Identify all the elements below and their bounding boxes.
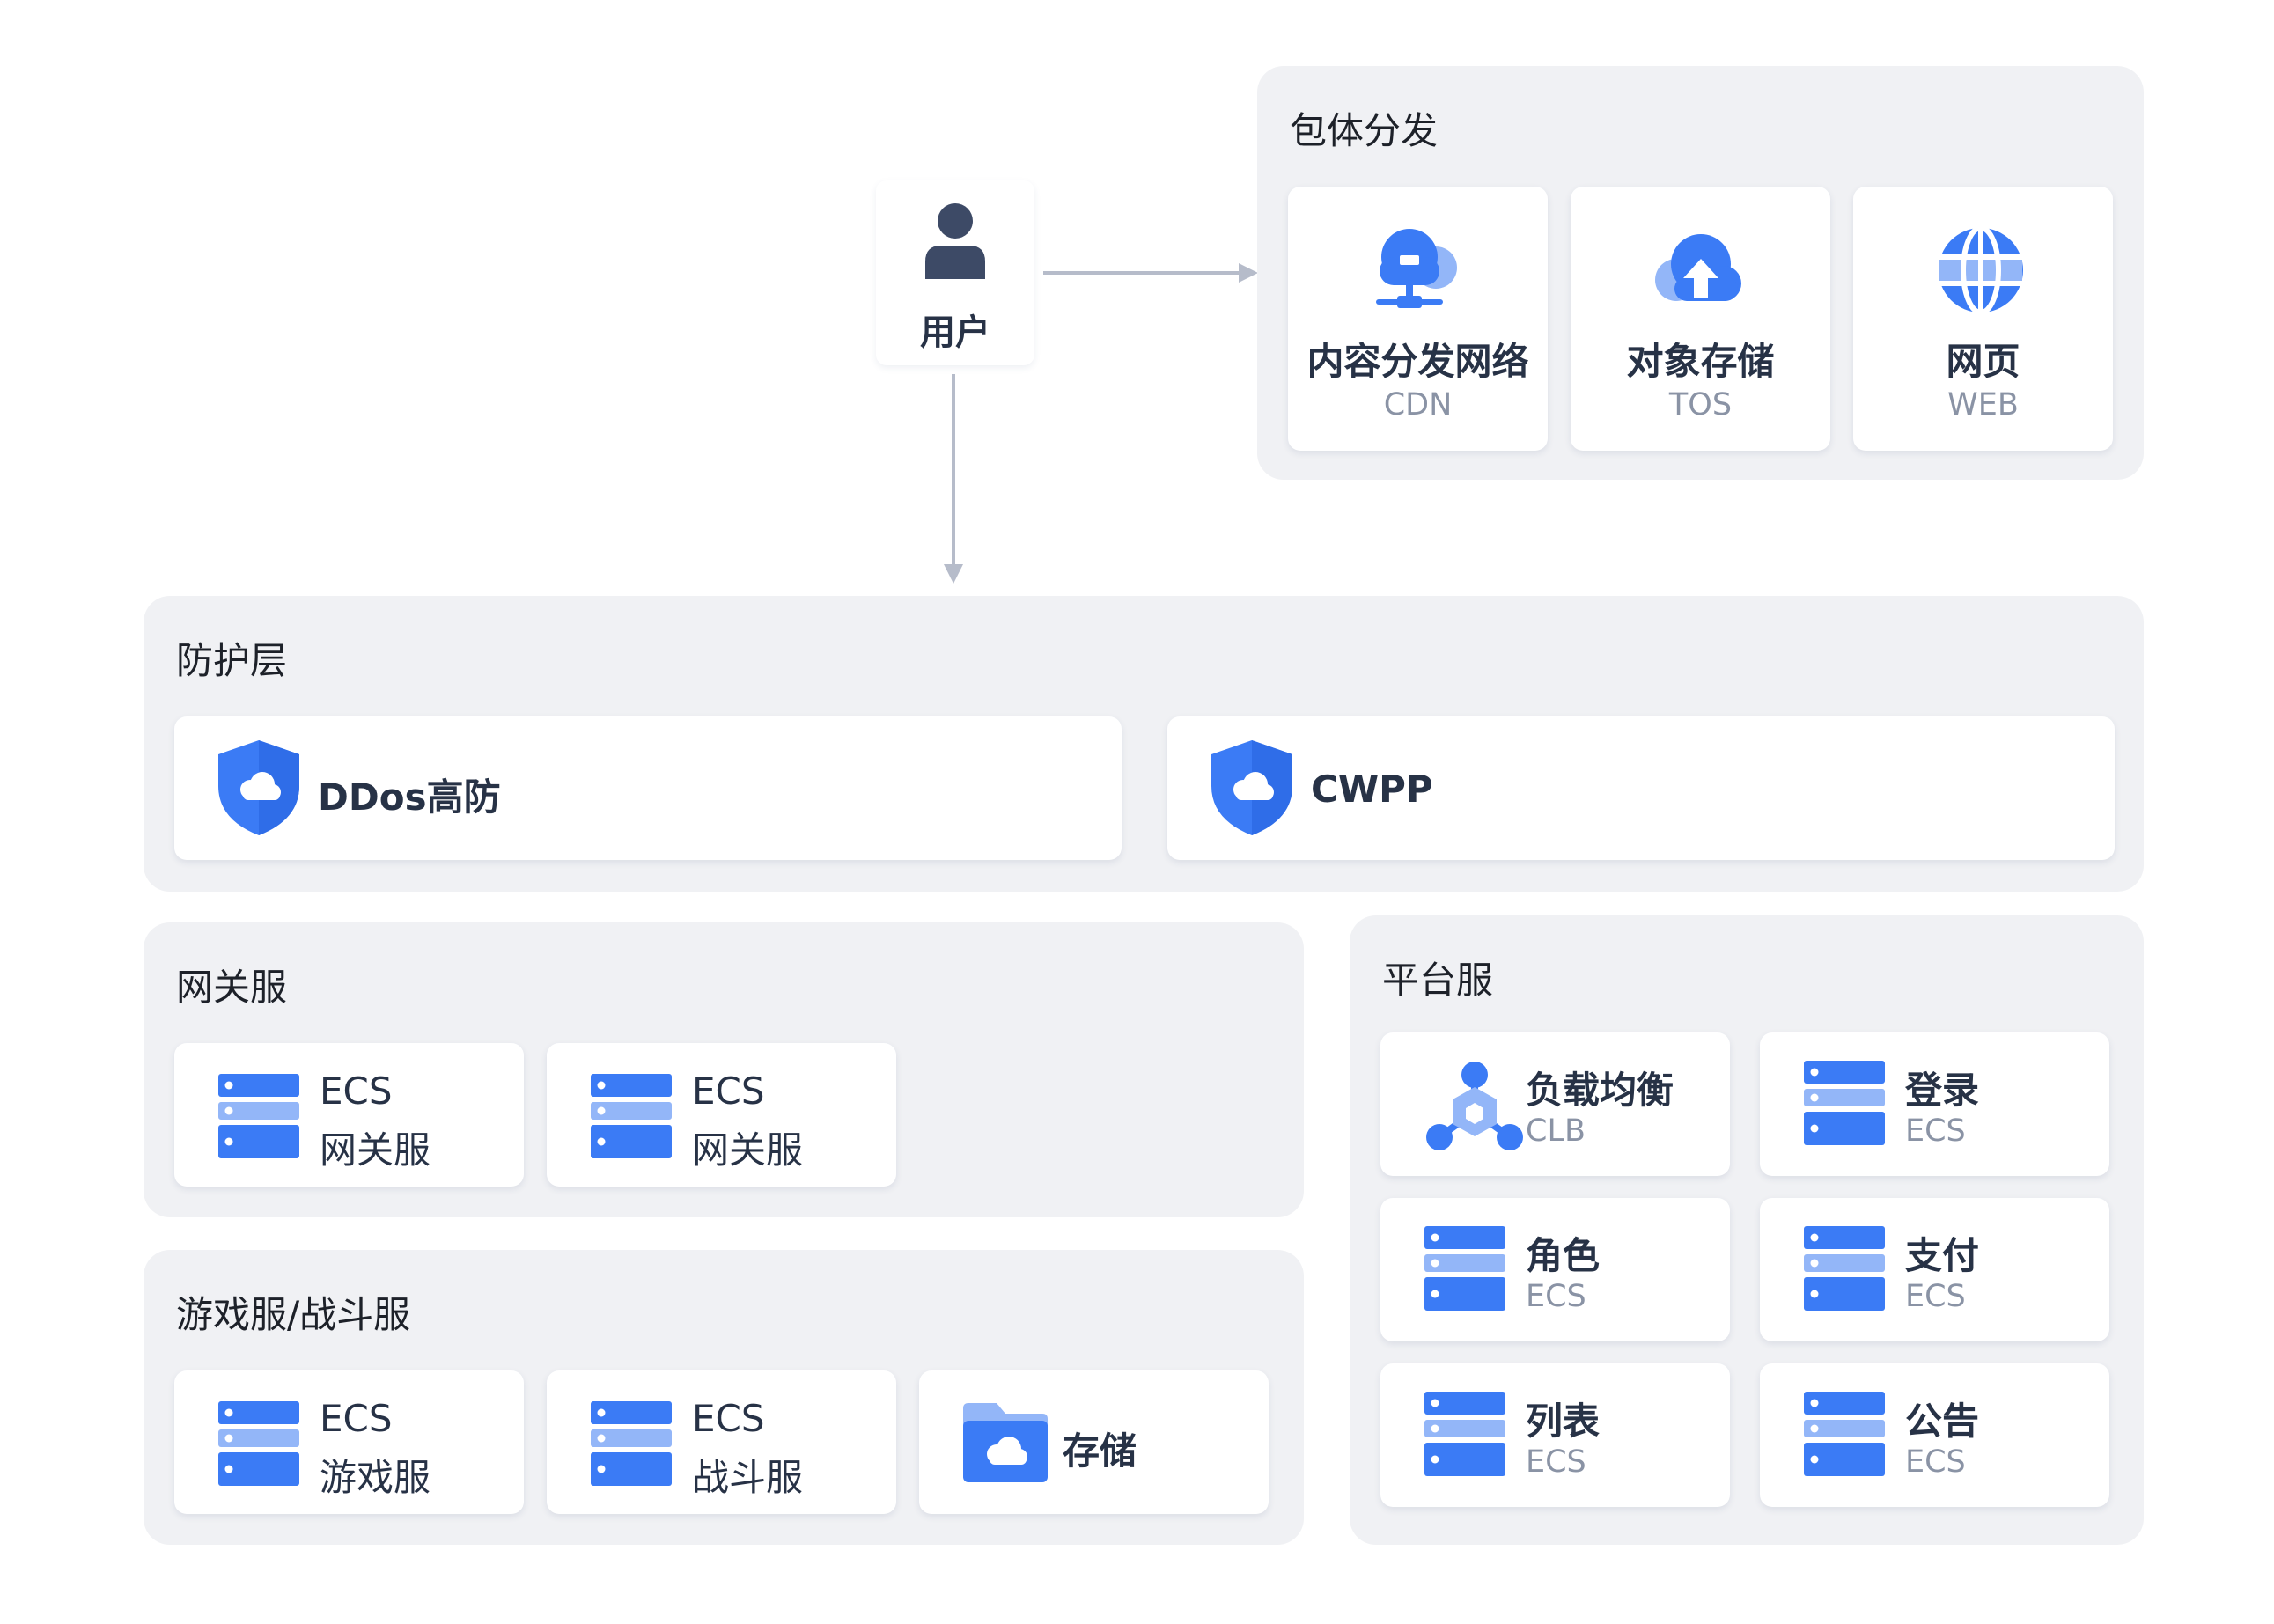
platform-card-payment[interactable]: 支付 ECS (1760, 1198, 2109, 1341)
globe-icon (1939, 225, 2023, 315)
game-server-line2: 游戏服 (320, 1456, 431, 1499)
server-icon (1424, 1392, 1505, 1476)
tos-sub: TOS (1668, 387, 1733, 423)
battle-server-line1: ECS (692, 1397, 765, 1440)
role-sub: ECS (1526, 1279, 1586, 1314)
web-card[interactable]: 网页 WEB (1853, 187, 2113, 451)
notice-title: 公告 (1905, 1400, 1980, 1443)
login-title: 登录 (1905, 1069, 1980, 1112)
gateway-server-2-line2: 网关服 (692, 1128, 804, 1172)
platform-card-role[interactable]: 角色 ECS (1380, 1198, 1730, 1341)
gateway-server-1-line2: 网关服 (320, 1128, 431, 1172)
list-title: 列表 (1526, 1400, 1601, 1443)
battle-server-line2: 战斗服 (692, 1456, 804, 1499)
clb-title: 负载均衡 (1526, 1069, 1674, 1112)
game-server-line1: ECS (320, 1397, 393, 1440)
game-server-card[interactable]: ECS 游戏服 (174, 1370, 524, 1514)
server-icon (591, 1401, 672, 1486)
cwpp-card[interactable]: CWPP (1167, 716, 2115, 860)
server-icon (591, 1074, 672, 1158)
server-icon (1804, 1392, 1885, 1476)
payment-title: 支付 (1905, 1234, 1980, 1277)
game-title: 游戏服/战斗服 (176, 1293, 411, 1336)
server-icon (1424, 1226, 1505, 1311)
login-sub: ECS (1905, 1113, 1966, 1149)
cloud-folder-icon (963, 1403, 1048, 1482)
clb-sub: CLB (1526, 1113, 1586, 1149)
distribution-title: 包体分发 (1290, 109, 1439, 152)
gateway-server-2-line1: ECS (692, 1069, 765, 1113)
list-sub: ECS (1526, 1444, 1586, 1480)
protection-title: 防护层 (176, 639, 288, 682)
shield-cloud-icon (1211, 740, 1292, 835)
cwpp-label: CWPP (1311, 768, 1433, 811)
gateway-panel: 网关服 ECS 网关服 ECS 网关服 (144, 922, 1304, 1217)
cdn-sub: CDN (1383, 387, 1453, 423)
server-icon (218, 1074, 299, 1158)
gateway-title: 网关服 (176, 966, 288, 1009)
storage-label: 存储 (1063, 1429, 1137, 1473)
arrow-user-to-protection (944, 374, 963, 584)
game-panel: 游戏服/战斗服 ECS 游戏服 ECS 战斗服 (144, 1250, 1304, 1545)
gateway-server-card-1[interactable]: ECS 网关服 (174, 1043, 524, 1187)
cdn-cloud-network-icon (1376, 229, 1457, 308)
shield-cloud-icon (218, 740, 299, 835)
platform-card-clb[interactable]: 负载均衡 CLB (1380, 1032, 1730, 1176)
server-icon (1804, 1226, 1885, 1311)
tos-title: 对象存储 (1626, 340, 1775, 383)
battle-server-card[interactable]: ECS 战斗服 (547, 1370, 896, 1514)
web-sub: WEB (1947, 387, 2019, 423)
platform-panel: 平台服 负载均衡 CLB 登录 ECS (1350, 915, 2144, 1545)
role-title: 角色 (1526, 1234, 1601, 1277)
tos-card[interactable]: 对象存储 TOS (1571, 187, 1830, 451)
user-node[interactable]: 用户 (876, 180, 1034, 365)
cdn-card[interactable]: 内容分发网络 CDN (1288, 187, 1548, 451)
load-balancer-icon (1426, 1062, 1523, 1150)
cdn-title: 内容分发网络 (1306, 340, 1529, 383)
web-title: 网页 (1946, 340, 2020, 383)
protection-panel: 防护层 DDos高防 CWPP (144, 596, 2144, 892)
ddos-label: DDos高防 (318, 775, 501, 819)
notice-sub: ECS (1905, 1444, 1966, 1480)
platform-card-list[interactable]: 列表 ECS (1380, 1363, 1730, 1507)
cloud-upload-icon (1655, 234, 1741, 301)
distribution-panel: 包体分发 内容分发网络 CDN 对象存储 TOS (1257, 66, 2144, 480)
server-icon (1804, 1061, 1885, 1145)
payment-sub: ECS (1905, 1279, 1966, 1314)
platform-title: 平台服 (1382, 959, 1494, 1002)
server-icon (218, 1401, 299, 1486)
ddos-card[interactable]: DDos高防 (174, 716, 1122, 860)
gateway-server-1-line1: ECS (320, 1069, 393, 1113)
storage-card[interactable]: 存储 (919, 1370, 1269, 1514)
arrow-user-to-distribution (1043, 263, 1258, 283)
user-label: 用户 (920, 312, 990, 353)
gateway-server-card-2[interactable]: ECS 网关服 (547, 1043, 896, 1187)
platform-card-login[interactable]: 登录 ECS (1760, 1032, 2109, 1176)
user-icon (925, 203, 985, 279)
platform-card-notice[interactable]: 公告 ECS (1760, 1363, 2109, 1507)
